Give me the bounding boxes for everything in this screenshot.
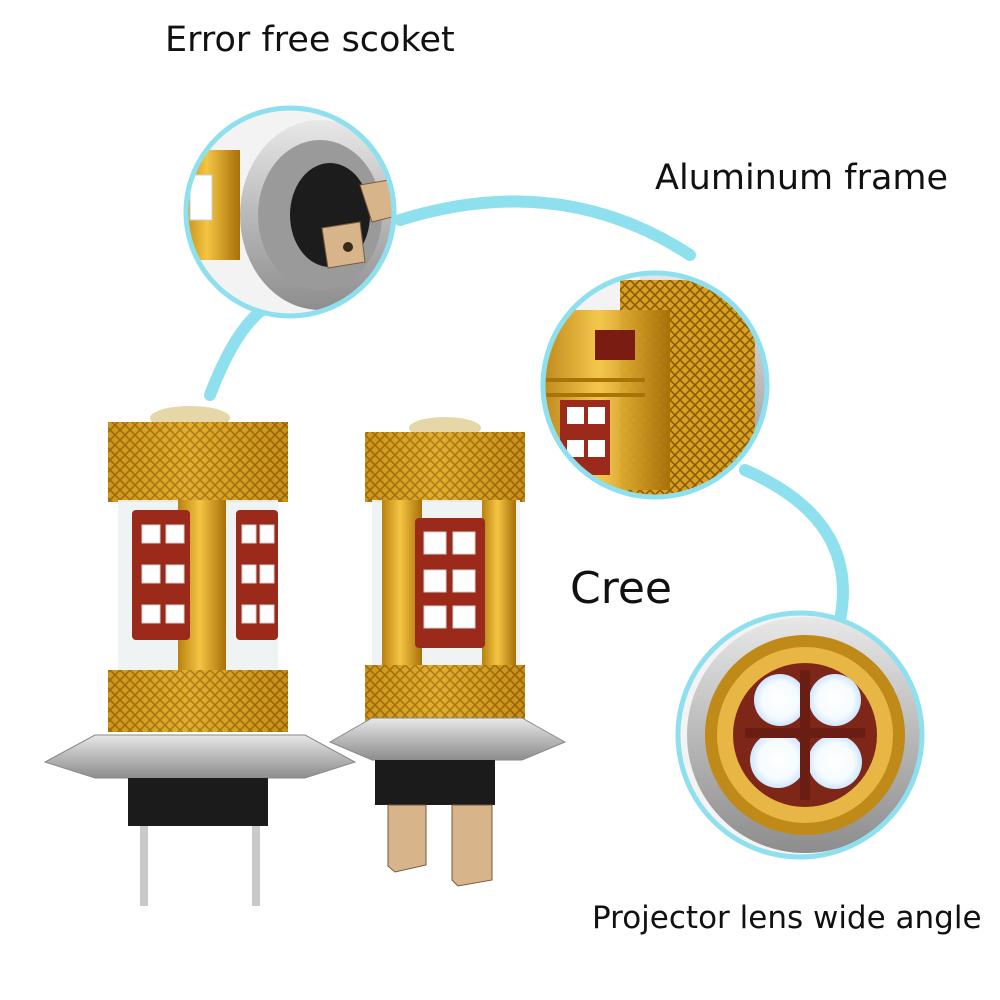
led-bulb-left [43,406,357,906]
led-bulb-right [328,417,567,887]
label-projector-lens: Projector lens wide angle [592,900,982,936]
socket-closeup [183,105,397,319]
label-cree: Cree [570,563,672,614]
lens-closeup [675,610,925,860]
frame-closeup [540,270,770,500]
connector-arc [394,195,696,261]
label-error-free-socket: Error free scoket [165,20,455,60]
connector-arc [739,464,849,626]
label-aluminum-frame: Aluminum frame [655,158,949,198]
